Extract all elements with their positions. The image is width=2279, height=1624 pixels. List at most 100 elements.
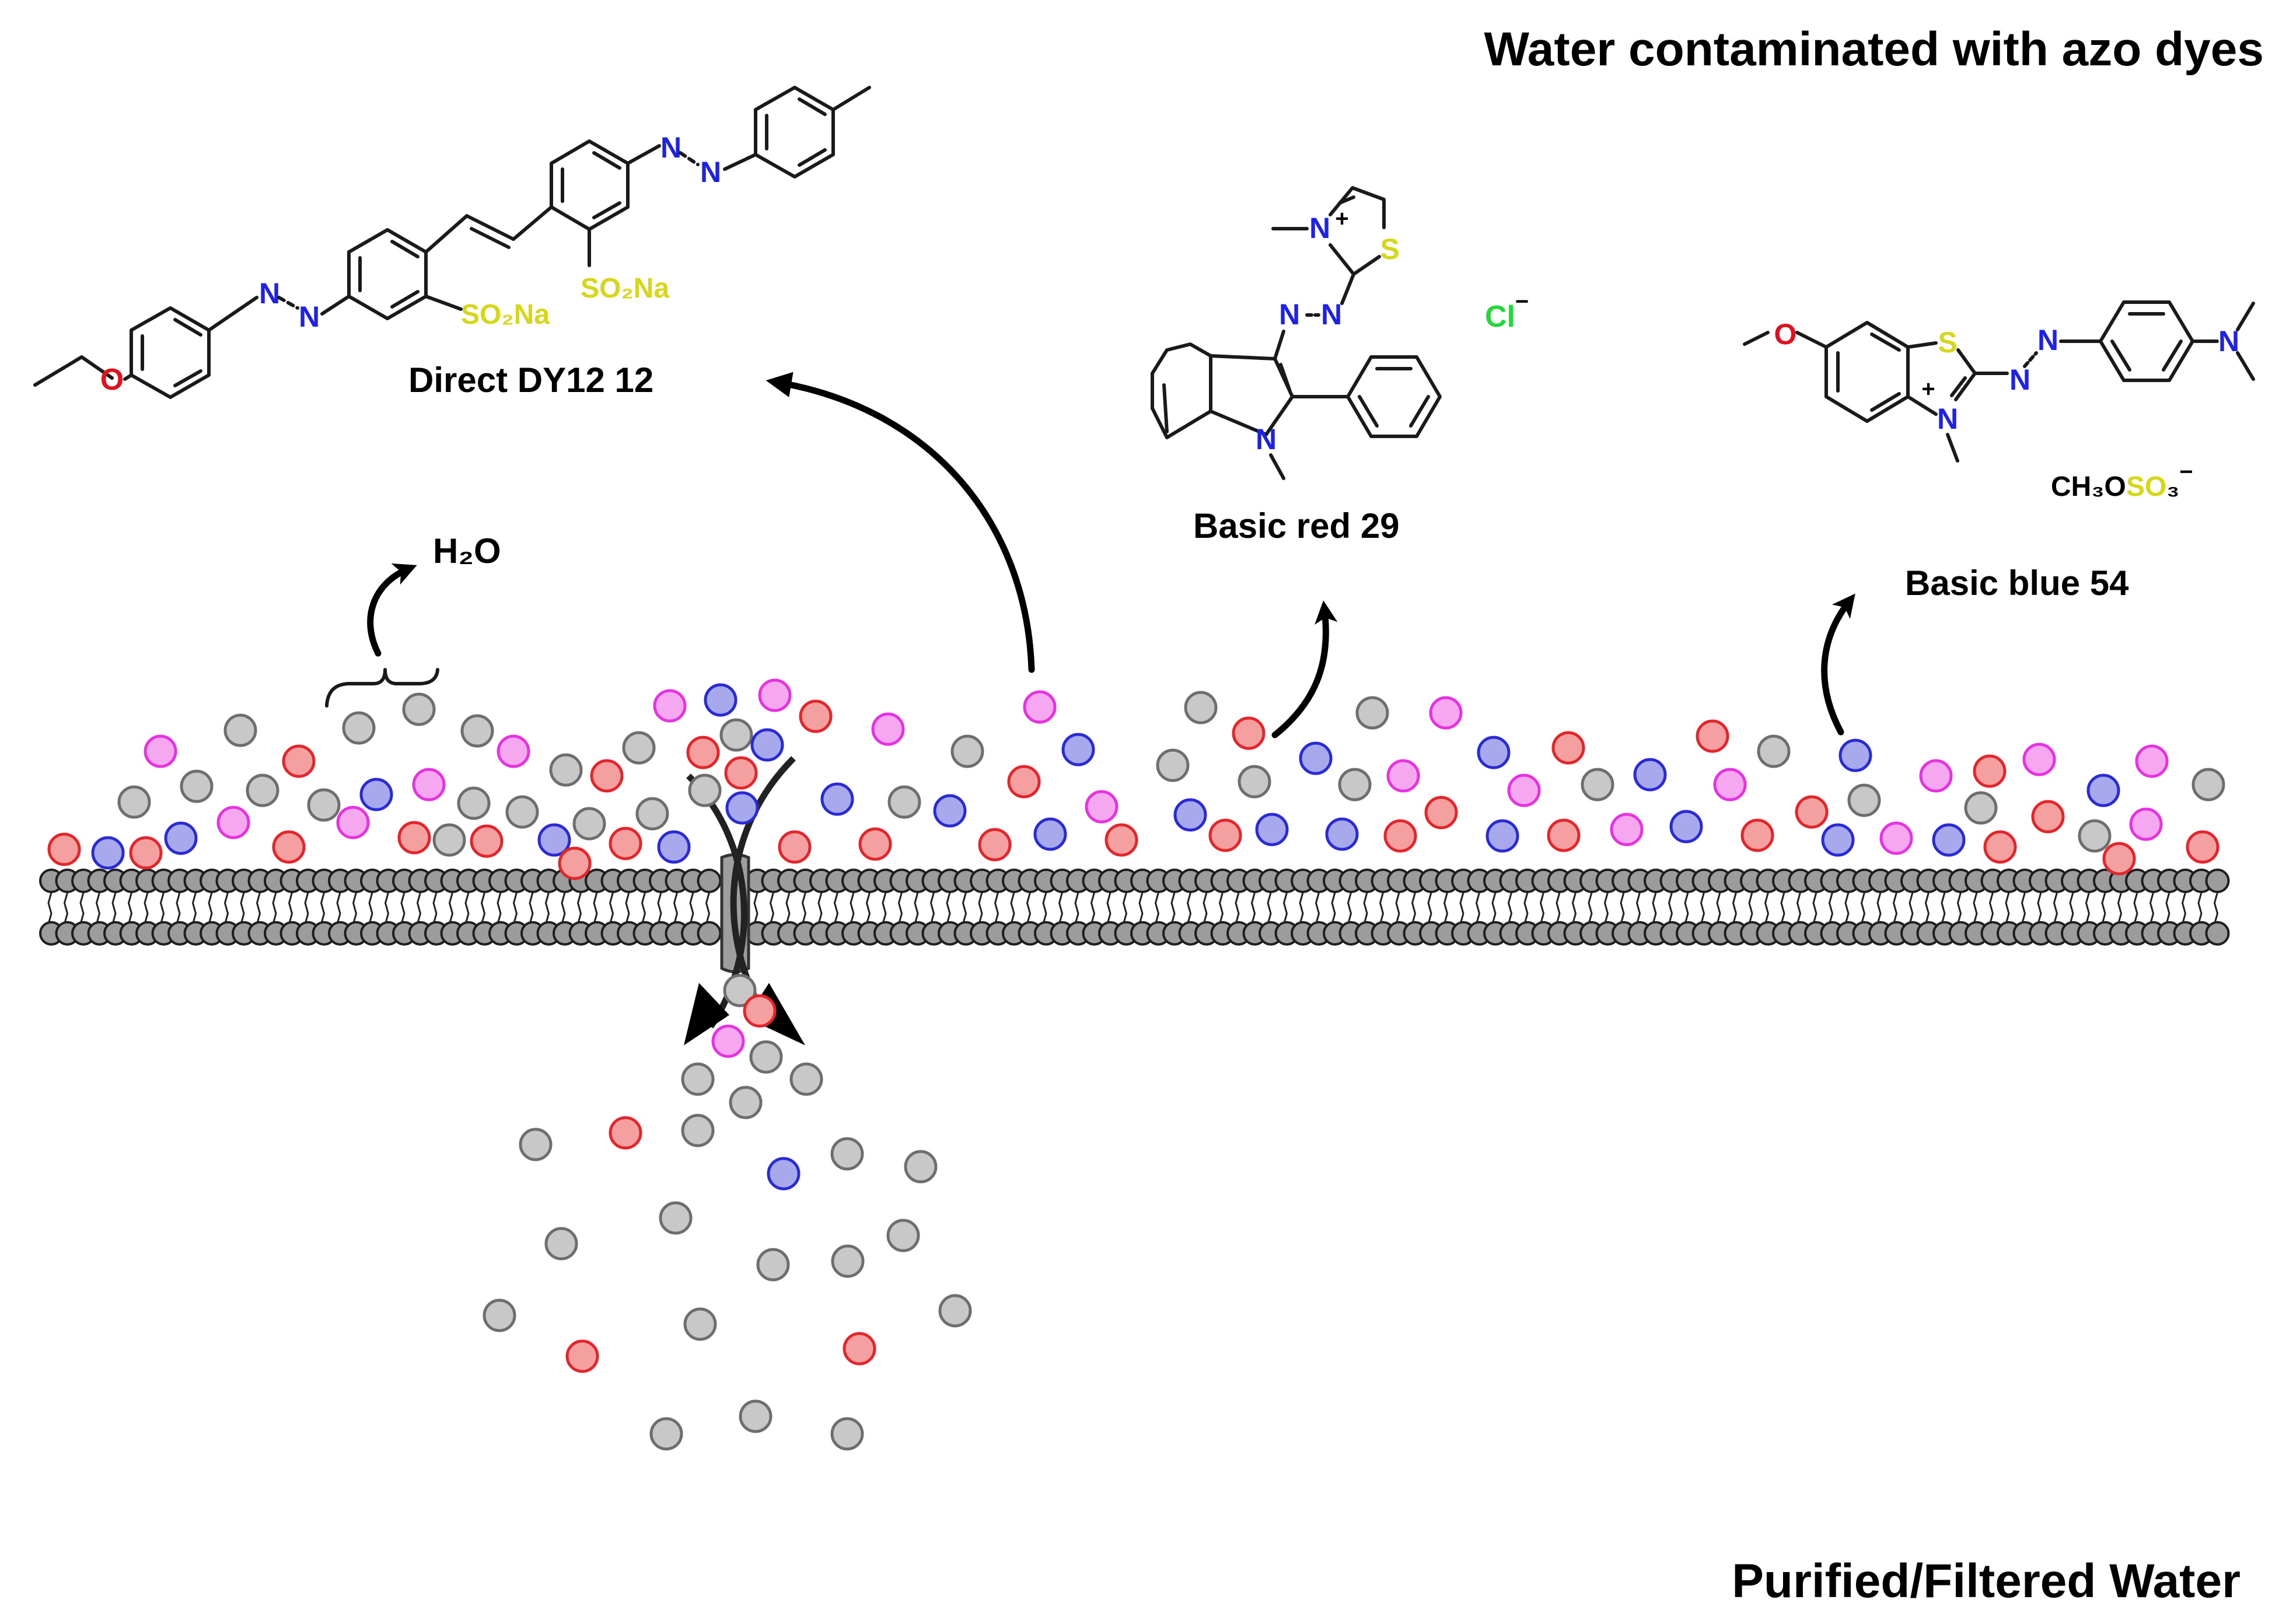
pink-dye-particle xyxy=(1023,690,1057,724)
water-particle xyxy=(432,823,466,857)
pink-dye-particle xyxy=(1386,759,1420,793)
water-particle xyxy=(950,734,984,768)
red-dye-particle xyxy=(1551,731,1585,765)
blue-dye-particle xyxy=(164,821,198,855)
water-particle xyxy=(756,1248,790,1282)
red-dye-particle xyxy=(799,699,833,733)
chloride-counterion: Cl− xyxy=(1485,289,1529,334)
nitrogen-atom: N xyxy=(299,300,320,333)
red-dye-particle xyxy=(1696,719,1729,753)
pink-dye-particle xyxy=(1919,759,1953,793)
rejection-arrow-dy12 xyxy=(766,372,1035,673)
red-dye-particle xyxy=(858,827,892,861)
water-particle xyxy=(307,788,341,822)
water-particle xyxy=(342,711,376,745)
red-dye-particle xyxy=(2102,842,2136,876)
label-basic-red-29: Basic red 29 xyxy=(1193,506,1400,545)
water-particle xyxy=(830,1417,864,1451)
title-purified-water: Purified/Filtered Water xyxy=(1732,1555,2240,1608)
water-particle xyxy=(688,774,722,807)
oxygen-atom: O xyxy=(100,363,124,397)
rejection-arrow-blue-54 xyxy=(1821,593,1855,736)
water-particle xyxy=(649,1417,683,1451)
red-dye-particle xyxy=(1983,830,2017,864)
label-basic-blue-54: Basic blue 54 xyxy=(1905,564,2129,603)
red-dye-particle xyxy=(609,827,642,860)
blue-dye-particle xyxy=(704,683,737,717)
water-particle xyxy=(904,1150,938,1184)
red-dye-particle xyxy=(129,836,163,870)
water-particle xyxy=(1156,748,1190,782)
nitrogen-cation-atom: N xyxy=(1937,402,1958,435)
nitrogen-atom: N xyxy=(700,156,721,188)
water-particle xyxy=(549,753,583,787)
red-dye-particle xyxy=(1007,765,1041,799)
water-particle xyxy=(886,1219,920,1252)
water-particle xyxy=(1964,791,1998,825)
red-dye-particle xyxy=(565,1339,599,1373)
water-particle xyxy=(1581,768,1614,802)
pink-dye-particle xyxy=(144,734,177,768)
water-particle xyxy=(830,1137,864,1171)
blue-dye-particle xyxy=(767,1157,801,1191)
red-dye-particle xyxy=(47,832,81,866)
molecule-basic-blue-54: O S + N N N N xyxy=(1743,300,2255,463)
red-dye-particle xyxy=(1383,819,1417,853)
water-particle xyxy=(2191,768,2225,802)
charge-plus: + xyxy=(1335,206,1348,232)
blue-dye-particle xyxy=(1821,823,1855,857)
blue-dye-particle xyxy=(1061,733,1095,766)
water-particle xyxy=(1847,783,1881,817)
blue-dye-particle xyxy=(2086,774,2120,807)
pink-dye-particle xyxy=(711,1024,745,1058)
blue-dye-particle xyxy=(1838,738,1872,772)
pink-dye-particle xyxy=(653,689,687,723)
red-dye-particle xyxy=(778,830,812,864)
nitrogen-atom: N xyxy=(259,277,280,310)
red-dye-particle xyxy=(743,994,777,1028)
water-particle xyxy=(117,785,151,819)
lipid-bilayer-membrane xyxy=(39,869,2230,946)
water-particle xyxy=(2078,819,2112,853)
lipid-head xyxy=(2205,921,2230,946)
blue-dye-particle xyxy=(1255,813,1289,846)
water-particle xyxy=(789,1062,823,1096)
red-dye-particle xyxy=(397,821,431,855)
sulfonate-group: SO₂Na xyxy=(581,273,669,304)
blue-dye-particle xyxy=(1325,817,1359,851)
nitrogen-atom: N xyxy=(2037,324,2058,356)
water-particle xyxy=(402,692,436,726)
blue-dye-particle xyxy=(359,778,393,811)
red-dye-particle xyxy=(1104,823,1138,857)
blue-dye-particle xyxy=(537,823,571,857)
title-contaminated-water: Water contaminated with azo dyes xyxy=(1484,23,2264,76)
water-particle xyxy=(460,714,494,748)
pink-dye-particle xyxy=(216,806,250,839)
sulfonate-group: SO₂Na xyxy=(461,299,550,330)
red-dye-particle xyxy=(724,756,758,790)
molecule-direct-dy12: O N N SO₂Na SO₂Na xyxy=(33,86,871,399)
water-particle xyxy=(1338,768,1372,802)
water-particle xyxy=(749,1040,783,1074)
pink-dye-particle xyxy=(1879,821,1913,855)
water-particle xyxy=(681,1114,715,1147)
particles-layer xyxy=(47,678,2225,1451)
water-particle xyxy=(505,795,539,829)
pink-dye-particle xyxy=(2022,743,2056,776)
water-particle xyxy=(519,1128,553,1161)
sulfur-atom: S xyxy=(1938,326,1957,359)
water-particle xyxy=(635,797,669,831)
pink-dye-particle xyxy=(497,734,530,768)
blue-dye-particle xyxy=(750,728,784,762)
blue-dye-particle xyxy=(1669,810,1703,844)
red-dye-particle xyxy=(1208,818,1242,852)
lipid-head xyxy=(697,921,722,946)
red-dye-particle xyxy=(590,759,624,793)
water-particle xyxy=(719,718,753,752)
red-dye-particle xyxy=(1547,818,1581,852)
water-particle xyxy=(544,1227,578,1261)
red-dye-particle xyxy=(1424,796,1458,830)
water-particle xyxy=(223,713,257,747)
pink-dye-particle xyxy=(758,678,792,712)
